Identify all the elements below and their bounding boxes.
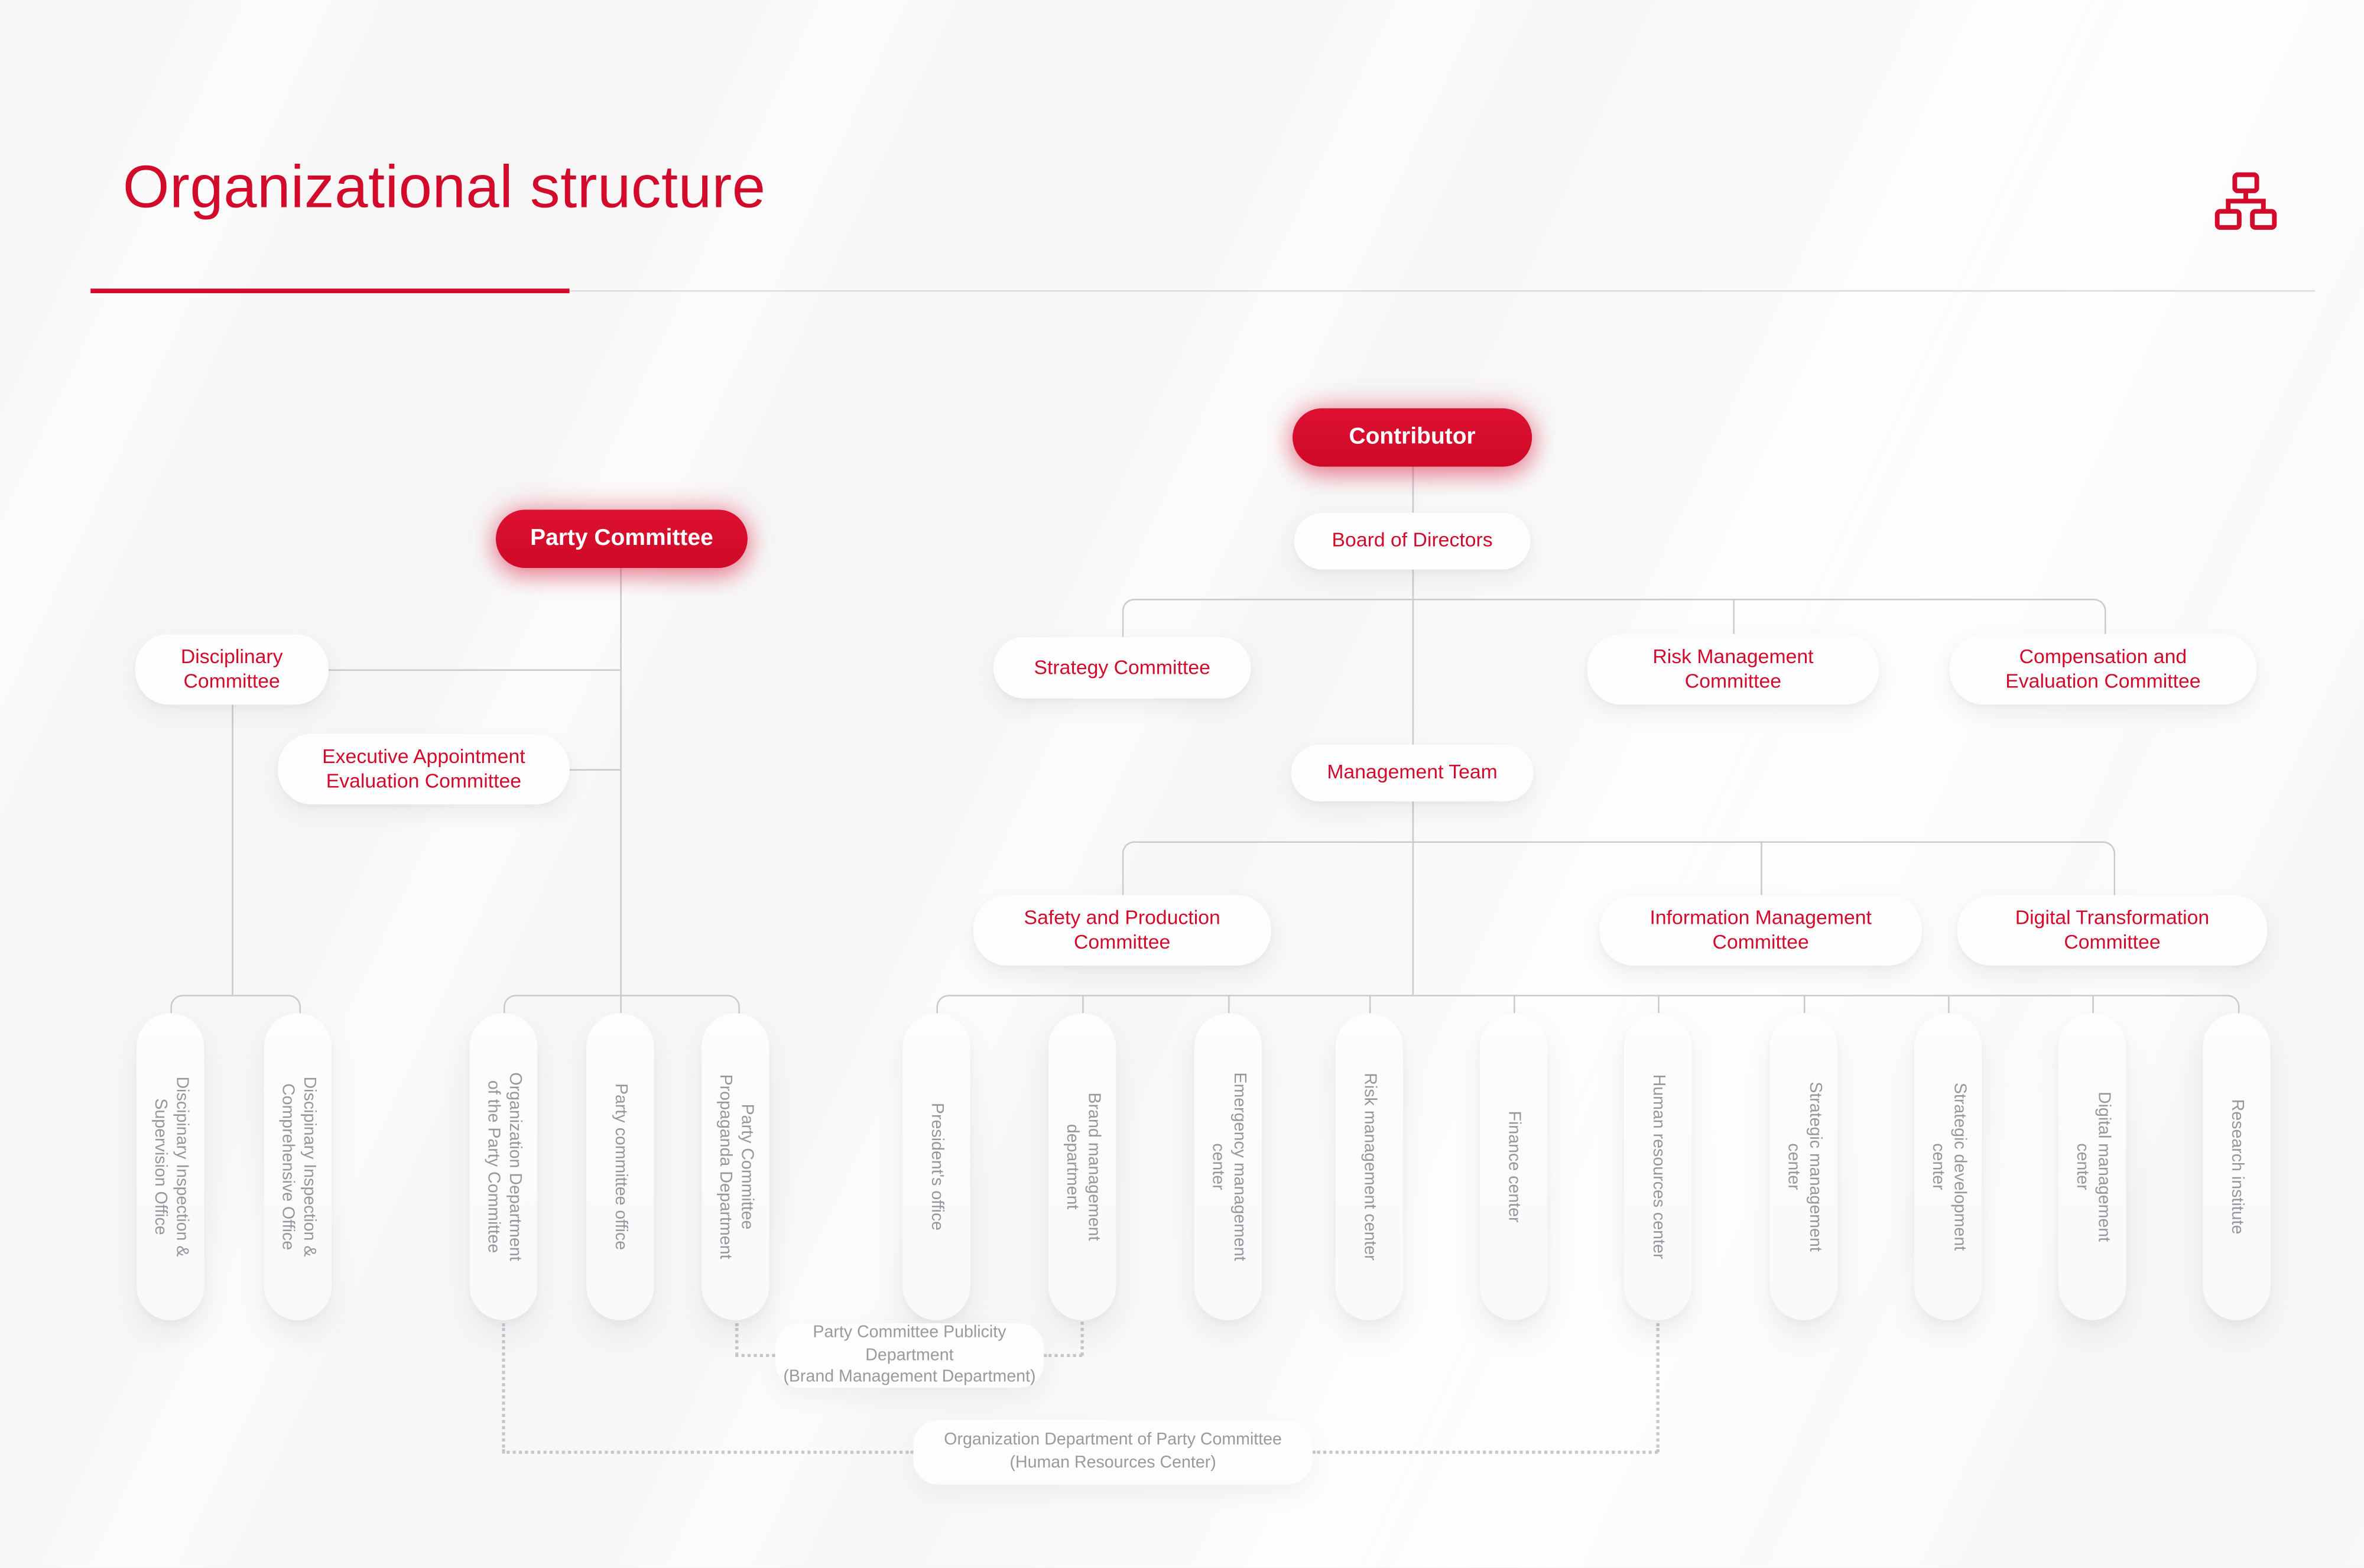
connector-line [1412,466,1414,513]
dotted-connector [1656,1323,1660,1453]
connector-line [1369,995,1371,1014]
leaf-emergency-management-center: Emergency management center [1194,1013,1262,1320]
dotted-connector [502,1323,505,1453]
leaf-finance-center: Finance center [1479,1013,1548,1320]
leaf-human-resources-center: Human resources center [1624,1013,1692,1320]
dotted-connector [1080,1322,1084,1356]
page-title: Organizational structure [122,155,766,222]
node-executive-appointment-evaluation-committee: Executive Appointment Evaluation Committ… [278,733,570,805]
connector-line [1733,598,1735,634]
leaf-brand-management-department: Brand management department [1048,1013,1116,1320]
connector-line [1412,569,1414,599]
connector-line [569,769,621,771]
connector-bracket [1122,841,2116,897]
node-contributor: Contributor [1293,408,1532,467]
connector-line [1948,995,1950,1014]
connector-line [1412,598,1414,745]
connector-line [2092,995,2094,1014]
node-safety-production-committee: Safety and Production Committee [973,895,1271,966]
dotted-connector [1312,1450,1658,1454]
note-organization-hr-center: Organization Department of Party Committ… [913,1420,1313,1485]
dotted-connector [735,1353,775,1358]
leaf-organization-department: Organization Department of the Party Com… [469,1013,538,1320]
connector-line [328,669,621,671]
connector-line [1412,801,1414,995]
node-strategy-committee: Strategy Committee [993,637,1251,699]
connector-line [620,568,622,1014]
leaf-propaganda-department: Party Committee Propaganda Department [702,1013,769,1320]
node-information-management-committee: Information Management Committee [1599,895,1922,966]
node-compensation-evaluation-committee: Compensation and Evaluation Committee [1949,634,2257,705]
connector-bracket [170,995,301,1015]
connector-bracket [503,995,740,1015]
node-risk-management-committee: Risk Management Committee [1587,634,1879,705]
connector-line [232,705,233,995]
dotted-connector [1044,1353,1083,1358]
node-digital-transformation-committee: Digital Transformation Committee [1957,895,2268,966]
connector-line [1658,995,1660,1014]
connector-line [1228,995,1230,1014]
connector-line [1803,995,1806,1014]
title-underline-rule [569,290,2315,292]
node-board-of-directors: Board of Directors [1294,512,1531,570]
connector-line [1761,841,1762,895]
leaf-presidents-office: President's office [902,1013,970,1320]
leaf-disciplinary-comprehensive-office: Discipinary Inspection & Comprehensive O… [264,1013,332,1320]
connector-line [1082,995,1084,1014]
leaf-strategic-development-center: Strategic development center [1914,1013,1982,1320]
leaf-strategic-management-center: Strategic management center [1769,1013,1838,1320]
leaf-disciplinary-supervision-office: Discipinary Inspection & Supervision Off… [137,1013,204,1320]
leaf-digital-management-center: Digital management center [2058,1013,2126,1320]
node-disciplinary-committee: Disciplinary Committee [135,634,329,705]
node-management-team: Management Team [1291,744,1534,801]
node-party-committee: Party Committee [495,509,748,569]
leaf-party-committee-office: Party committee office [586,1013,654,1320]
title-underline-accent [90,288,570,294]
connector-bracket [936,995,2240,1015]
connector-bracket [1122,598,2106,637]
dotted-connector [735,1323,739,1356]
note-publicity-brand-department: Party Committee Publicity Department (Br… [775,1323,1044,1388]
dotted-connector [502,1450,914,1454]
leaf-research-institute: Research institute [2203,1013,2271,1320]
org-chart-icon [2213,169,2278,233]
leaf-risk-management-center: Risk management center [1335,1013,1404,1320]
connector-line [1514,995,1515,1014]
